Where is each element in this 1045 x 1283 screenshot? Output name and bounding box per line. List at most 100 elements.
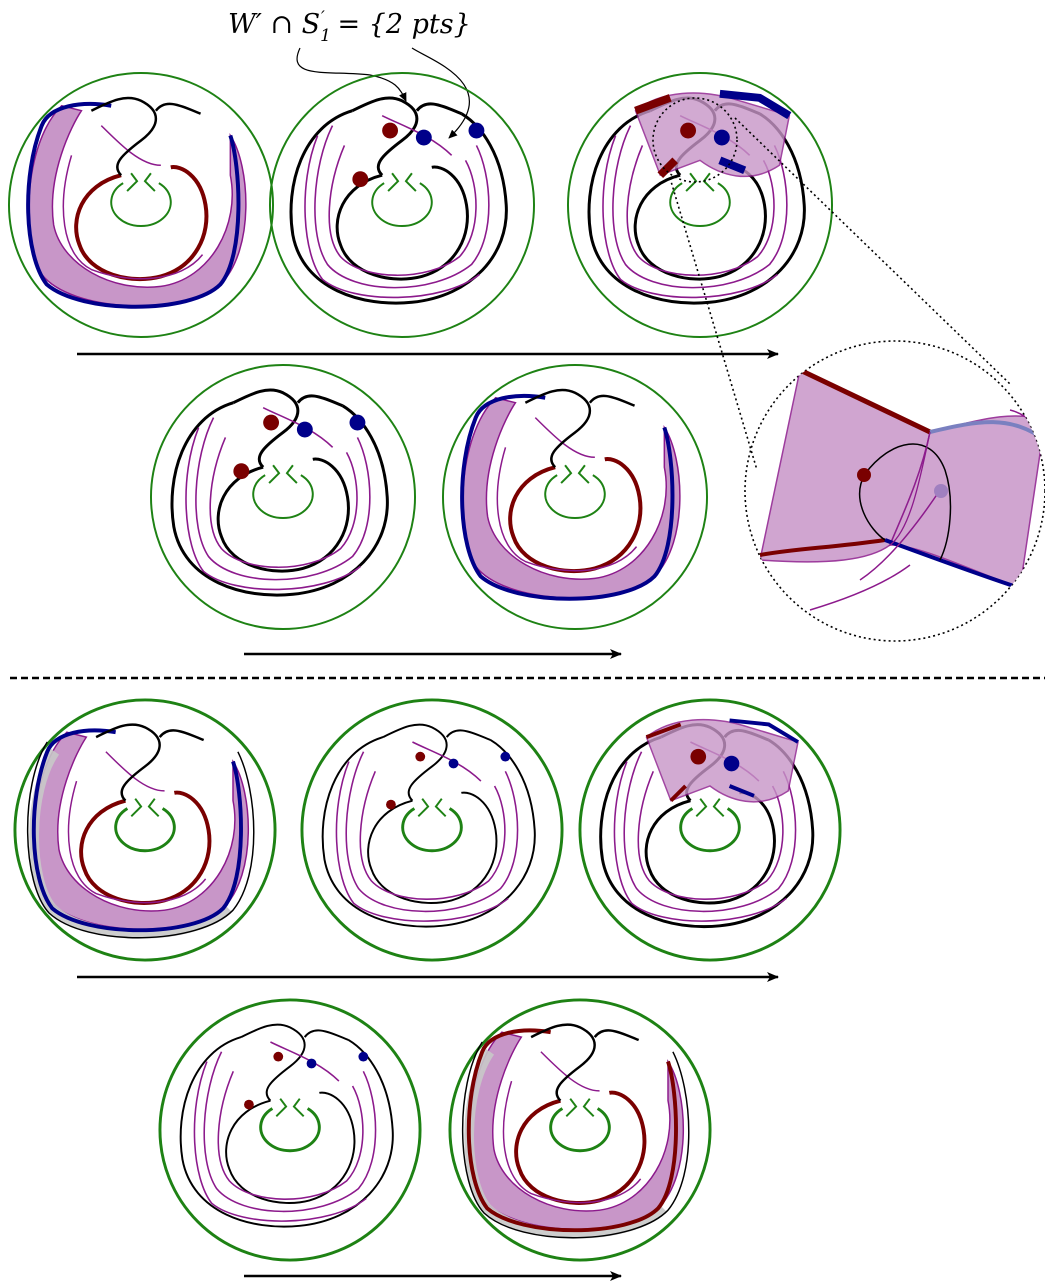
boundary-circle [441, 363, 709, 631]
panel-top-1 [7, 71, 275, 339]
inner-circle [114, 807, 176, 853]
surface-boundary-arc [602, 135, 778, 299]
knot-inner [225, 1091, 356, 1204]
panel-bottom-5 [448, 998, 712, 1262]
knot-inner [644, 791, 776, 905]
surface-boundary-arc [381, 114, 453, 156]
panel-bottom-1 [13, 698, 277, 962]
surface-boundary-arc [328, 145, 477, 277]
surface-boundary-arc [612, 125, 788, 289]
intersection-point-red [263, 414, 280, 431]
intersection-point-blue [296, 421, 313, 438]
intersection-point-red [382, 122, 399, 139]
knot-inner [335, 165, 469, 281]
knot-outer [599, 735, 815, 929]
boundary-circle [300, 698, 564, 962]
intersection-label: W′ ∩ S1′ = {2 pts} [228, 8, 471, 46]
intersection-point-blue [448, 758, 459, 769]
panel-top-2 [268, 71, 536, 339]
boundary-circle [448, 998, 712, 1262]
inner-arrow-icon [695, 798, 708, 818]
surface-boundary-arc [637, 771, 784, 900]
panel-bottom-3 [578, 698, 842, 962]
intersection-point-blue [500, 751, 511, 762]
boundary-circle [149, 363, 417, 631]
intersection-point-red [244, 1099, 254, 1110]
inner-circle [371, 182, 433, 227]
surface-boundary-arc [195, 417, 371, 581]
surface-boundary-arc [613, 761, 787, 922]
inner-arrow-icon [417, 798, 430, 818]
intersection-point-red [352, 171, 369, 188]
surface-boundary-arc [345, 751, 519, 913]
surface-boundary-arc [185, 427, 361, 591]
inner-circle [259, 1107, 321, 1153]
panel-bottom-4 [158, 998, 422, 1262]
surface-boundary-arc [304, 135, 480, 299]
intersection-point-blue [723, 755, 740, 772]
knot-outer [321, 736, 536, 928]
intersection-point-blue [349, 414, 366, 431]
knot-outer [289, 109, 508, 305]
intersection-point-blue [415, 129, 432, 146]
inner-circle [679, 807, 741, 853]
surface-boundary-arc [412, 741, 482, 782]
knot-outer [587, 109, 806, 305]
intersection-point-blue [306, 1058, 317, 1069]
boundary-circle [158, 998, 422, 1262]
boundary-circle [7, 71, 275, 339]
surface-boundary-arc [335, 761, 509, 922]
inner-circle [544, 474, 606, 519]
inner-circle [110, 182, 172, 227]
intersection-point-red [233, 463, 250, 480]
inner-arrow-icon [126, 172, 139, 192]
surface-fill [461, 396, 681, 599]
knot-outer [170, 401, 389, 597]
surface-fill [27, 104, 247, 307]
surface-boundary-arc [623, 751, 797, 913]
surface-boundary-arc [209, 437, 358, 569]
intersection-point-blue [713, 129, 730, 146]
partial-surface [645, 718, 799, 803]
surface-boundary-arc [626, 145, 775, 277]
knot-outer [179, 1036, 394, 1228]
intersection-point-red [415, 751, 426, 762]
surface-boundary-arc [203, 1051, 377, 1213]
surface-boundary-arc [359, 771, 506, 900]
inner-arrow-icon [275, 1098, 288, 1118]
surface-fill [468, 1031, 685, 1230]
knot-inner [367, 791, 498, 904]
surface-boundary-arc [270, 1041, 340, 1082]
inner-arrow-icon [387, 172, 400, 192]
knot-inner [216, 457, 350, 573]
inner-arrow-icon [130, 798, 143, 818]
panel-top-4 [149, 363, 417, 631]
knot-inner [633, 165, 767, 281]
inner-circle [401, 807, 463, 853]
intersection-point-red [273, 1051, 284, 1062]
surface-boundary-arc [314, 125, 490, 289]
intersection-point-red [680, 122, 697, 139]
inner-arrow-icon [565, 1098, 578, 1118]
inner-arrow-icon [685, 172, 698, 192]
inner-circle [252, 474, 314, 519]
intersection-point-red [690, 748, 707, 765]
label-pointer-1 [296, 47, 407, 102]
surface-boundary-arc [262, 406, 334, 448]
boundary-circle [578, 698, 842, 962]
label-pointer-2 [411, 47, 470, 139]
panel-top-3 [566, 71, 834, 339]
surface-boundary-arc [193, 1061, 367, 1222]
surface-boundary-arc [217, 1071, 364, 1200]
inner-circle [549, 1107, 611, 1153]
surface-fill [33, 731, 250, 930]
inner-circle [669, 182, 731, 227]
inner-arrow-icon [560, 464, 573, 484]
panel-top-5 [441, 363, 709, 631]
boundary-circle [13, 698, 277, 962]
zoom-detail [652, 97, 1045, 642]
boundary-circle [566, 71, 834, 339]
intersection-point-blue [358, 1051, 369, 1062]
intersection-point-blue [468, 122, 485, 139]
